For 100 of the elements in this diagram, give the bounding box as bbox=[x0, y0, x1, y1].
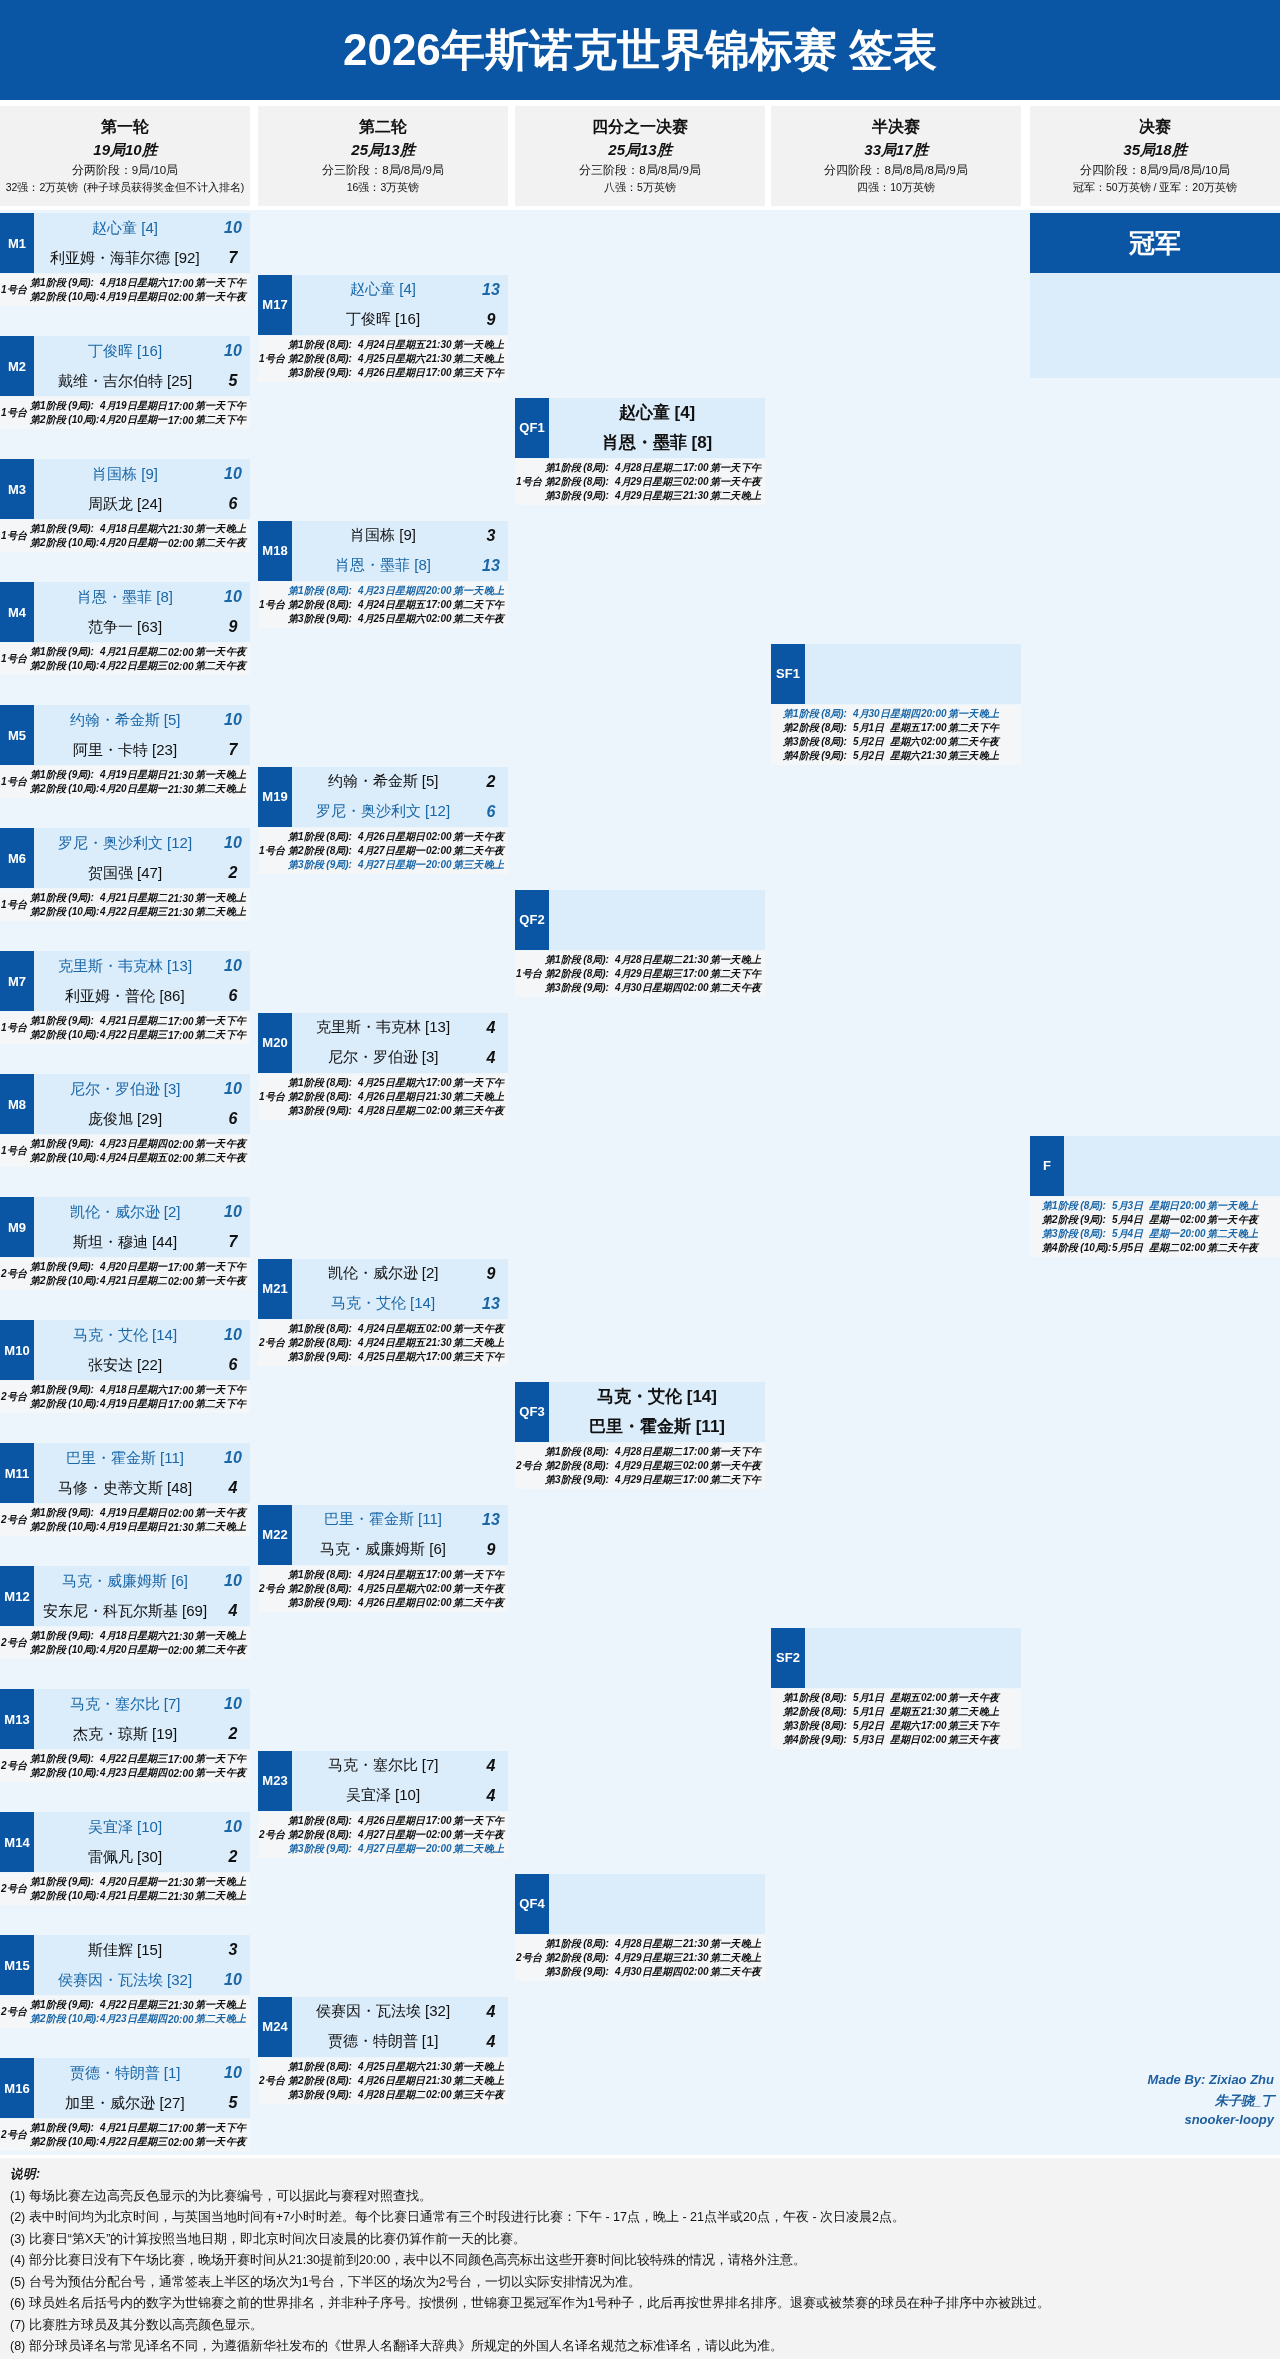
session-label: 午夜 bbox=[226, 1274, 247, 1288]
score: 9 bbox=[485, 1264, 497, 1283]
day-number: 第二天 bbox=[453, 351, 484, 366]
session-label: 午夜 bbox=[484, 829, 505, 844]
start-time: 17:00 bbox=[168, 2122, 195, 2134]
match-date: 4月27日 bbox=[358, 1827, 395, 1842]
frame-format: 25局13胜 bbox=[351, 141, 415, 160]
session-format: 分四阶段：8局/9局/8局/10局 bbox=[1080, 163, 1230, 178]
start-time: 02:00 bbox=[921, 1692, 948, 1703]
start-time: 21:30 bbox=[168, 1999, 195, 2011]
start-time: 20:00 bbox=[1180, 1200, 1207, 1211]
session-label: 下午 bbox=[226, 1028, 247, 1042]
match-date: 5月4日 bbox=[1112, 1226, 1145, 1241]
player-name: 尼尔・罗伯逊 [3] bbox=[68, 1079, 182, 1099]
match-card bbox=[515, 889, 765, 950]
match-date: 4月22日 bbox=[100, 905, 137, 919]
prize-money: 八强：5万英镑 bbox=[604, 181, 676, 195]
match-date: 4月26日 bbox=[358, 1595, 395, 1610]
phase-label: 第2阶段 (8局): bbox=[288, 1827, 353, 1842]
player-name: 马克・艾伦 [14] bbox=[71, 1325, 179, 1345]
weekday: 星期二 bbox=[395, 2087, 426, 2102]
session-label: 下午 bbox=[484, 1567, 505, 1582]
phase-label: 第1阶段 (9局): bbox=[30, 1629, 95, 1643]
match-card bbox=[0, 1197, 250, 1257]
match-date: 4月23日 bbox=[100, 1137, 137, 1151]
match-date: 4月26日 bbox=[358, 829, 395, 844]
day-number: 第一天 bbox=[195, 645, 226, 659]
phase-label: 第1阶段 (9局): bbox=[30, 1998, 95, 2012]
match-number: M19 bbox=[258, 766, 292, 827]
player-name: 利亚姆・海菲尔德 [92] bbox=[49, 248, 201, 268]
phase-label: 第3阶段 (9局): bbox=[288, 365, 353, 380]
start-time: 21:30 bbox=[426, 2075, 453, 2086]
match-date: 4月19日 bbox=[100, 768, 137, 782]
day-number: 第一天 bbox=[195, 290, 226, 304]
table-number: 1号台 bbox=[1, 898, 27, 912]
score: 7 bbox=[227, 1233, 239, 1251]
session-label: 晚上 bbox=[741, 1936, 762, 1951]
session-label: 晚上 bbox=[484, 351, 505, 366]
start-time: 17:00 bbox=[168, 277, 195, 289]
weekday: 星期四 bbox=[652, 1964, 683, 1979]
phase-label: 第1阶段 (8局): bbox=[545, 1936, 610, 1951]
match-date: 4月22日 bbox=[100, 1752, 137, 1766]
match-date: 5月1日 bbox=[853, 720, 886, 735]
match-date: 4月21日 bbox=[100, 1274, 137, 1288]
weekday: 星期六 bbox=[890, 748, 921, 763]
session-label: 午夜 bbox=[484, 611, 505, 626]
score: 13 bbox=[481, 280, 501, 299]
session-label: 下午 bbox=[484, 365, 505, 380]
phase-label: 第1阶段 (9局): bbox=[30, 399, 95, 413]
start-time: 21:30 bbox=[683, 1952, 710, 1963]
day-number: 第一天 bbox=[710, 1936, 741, 1951]
score: 6 bbox=[227, 987, 239, 1005]
start-time: 02:00 bbox=[921, 736, 948, 747]
weekday: 星期一 bbox=[137, 1260, 168, 1274]
match-number: M21 bbox=[258, 1258, 292, 1319]
match-date: 4月29日 bbox=[615, 1472, 652, 1487]
day-number: 第二天 bbox=[453, 1335, 484, 1350]
session-label: 晚上 bbox=[979, 1704, 1000, 1719]
score: 10 bbox=[223, 1449, 243, 1467]
phase-label: 第2阶段 (8局): bbox=[545, 474, 610, 489]
weekday: 星期日 bbox=[395, 2073, 426, 2088]
day-number: 第一天 bbox=[453, 337, 484, 352]
phase-label: 第2阶段 (10局): bbox=[30, 2012, 100, 2026]
start-time: 21:30 bbox=[168, 523, 195, 535]
start-time: 21:30 bbox=[921, 1706, 948, 1717]
phase-label: 第3阶段 (9局): bbox=[545, 980, 610, 995]
weekday: 星期一 bbox=[137, 782, 168, 796]
player-name: 丁俊晖 [16] bbox=[86, 341, 164, 361]
match-date: 4月20日 bbox=[100, 1875, 137, 1889]
session-label: 晚上 bbox=[1238, 1226, 1259, 1241]
weekday: 星期六 bbox=[137, 522, 168, 536]
start-time: 02:00 bbox=[1180, 1214, 1207, 1225]
phase-label: 第1阶段 (8局): bbox=[545, 1444, 610, 1459]
day-number: 第一天 bbox=[195, 891, 226, 905]
start-time: 21:30 bbox=[168, 769, 195, 781]
player-name: 贾德・特朗普 [1] bbox=[68, 2063, 182, 2083]
match-card bbox=[0, 213, 250, 273]
day-number: 第一天 bbox=[710, 952, 741, 967]
start-time: 02:00 bbox=[426, 2089, 453, 2100]
day-number: 第二天 bbox=[195, 1520, 226, 1534]
day-number: 第一天 bbox=[195, 1875, 226, 1889]
session-label: 下午 bbox=[484, 1813, 505, 1828]
match-date: 4月20日 bbox=[100, 782, 137, 796]
match-number: M9 bbox=[0, 1197, 34, 1257]
start-time: 17:00 bbox=[921, 722, 948, 733]
match-number: QF3 bbox=[515, 1381, 549, 1442]
start-time: 02:00 bbox=[168, 1767, 195, 1779]
session-label: 下午 bbox=[979, 720, 1000, 735]
session-label: 晚上 bbox=[226, 768, 247, 782]
weekday: 星期四 bbox=[137, 1137, 168, 1151]
score: 10 bbox=[223, 1572, 243, 1590]
start-time: 17:00 bbox=[426, 1569, 453, 1580]
start-time: 02:00 bbox=[426, 1105, 453, 1116]
start-time: 21:30 bbox=[168, 1876, 195, 1888]
start-time: 17:00 bbox=[168, 1015, 195, 1027]
player-name: 周跃龙 [24] bbox=[86, 494, 164, 514]
match-date: 4月29日 bbox=[615, 1458, 652, 1473]
match-card bbox=[258, 766, 508, 827]
match-date: 4月24日 bbox=[100, 1151, 137, 1165]
start-time: 02:00 bbox=[683, 1460, 710, 1471]
